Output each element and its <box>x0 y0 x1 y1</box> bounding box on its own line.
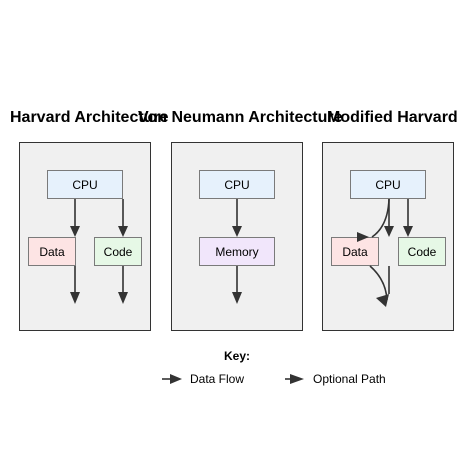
modified-harvard-code-box: Code <box>398 237 446 266</box>
key-title: Key: <box>223 349 250 363</box>
von-neumann-cpu-box: CPU <box>199 170 275 199</box>
harvard-cpu-box: CPU <box>47 170 123 199</box>
key-optional-path-arrowhead <box>290 374 304 384</box>
harvard-data-box: Data <box>28 237 76 266</box>
title-modified-harvard: Modified Harvard <box>327 109 458 126</box>
von-neumann-memory-box: Memory <box>199 237 275 266</box>
title-harvard: Harvard Architecture <box>10 109 169 126</box>
key-optional-path-label: Optional Path <box>313 372 386 386</box>
key-data-flow-label: Data Flow <box>190 372 245 386</box>
modified-harvard-data-box: Data <box>331 237 379 266</box>
harvard-code-box: Code <box>94 237 142 266</box>
modified-harvard-cpu-box: CPU <box>350 170 426 199</box>
title-von-neumann: Von Neumann Architecture <box>138 109 343 126</box>
panel-harvard <box>19 142 151 331</box>
key-data-flow-arrowhead <box>170 374 182 384</box>
